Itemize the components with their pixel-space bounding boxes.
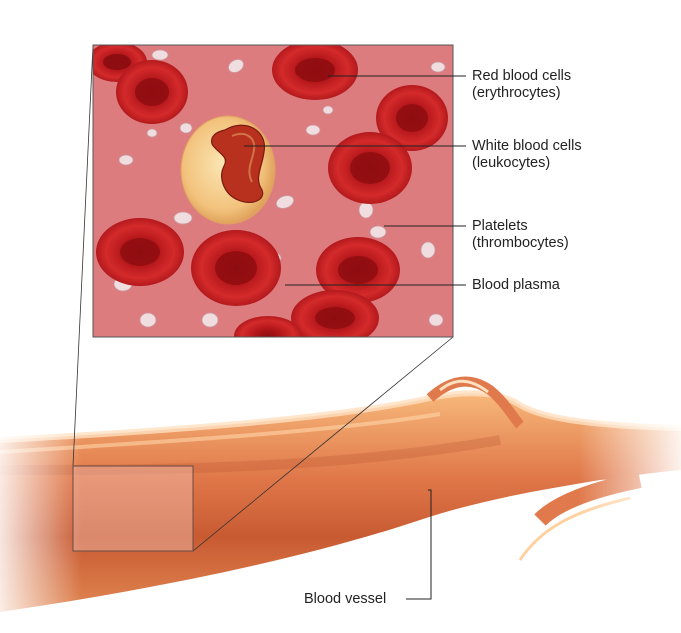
leader-blood-vessel — [406, 489, 432, 600]
leader-lines — [244, 75, 466, 600]
label-blood-plasma: Blood plasma — [472, 277, 560, 294]
rbc-4 — [376, 85, 448, 151]
rbc-9 — [291, 290, 379, 337]
rbc-2 — [116, 60, 188, 124]
label-white-blood-cells-line2: (leukocytes) — [472, 155, 551, 171]
blood-vessel — [0, 376, 681, 633]
rbc-10 — [234, 316, 302, 337]
rbc-6 — [96, 218, 184, 286]
zoom-region-box — [72, 465, 194, 552]
label-blood-plasma-line1: Blood plasma — [472, 277, 560, 293]
rbc-5 — [328, 132, 412, 204]
red-blood-cells — [93, 45, 448, 337]
rbc-8 — [316, 237, 400, 303]
rbc-7 — [191, 230, 281, 306]
label-red-blood-cells-line2: (erythrocytes) — [472, 85, 561, 101]
label-blood-vessel-line1: Blood vessel — [304, 591, 387, 607]
label-blood-vessel: Blood vessel — [304, 591, 386, 608]
magnified-inset — [92, 44, 454, 338]
label-red-blood-cells-line1: Red blood cells — [472, 68, 572, 84]
label-white-blood-cells-line1: White blood cells — [472, 138, 582, 154]
label-platelets-line2: (thrombocytes) — [472, 235, 569, 251]
rbc-3 — [272, 45, 358, 100]
platelets — [113, 49, 446, 328]
label-platelets: Platelets (thrombocytes) — [472, 218, 569, 252]
label-platelets-line1: Platelets — [472, 218, 528, 234]
label-red-blood-cells: Red blood cells (erythrocytes) — [472, 68, 571, 102]
zoom-connectors — [72, 44, 454, 552]
white-blood-cell — [180, 115, 276, 225]
label-white-blood-cells: White blood cells (leukocytes) — [472, 138, 582, 172]
